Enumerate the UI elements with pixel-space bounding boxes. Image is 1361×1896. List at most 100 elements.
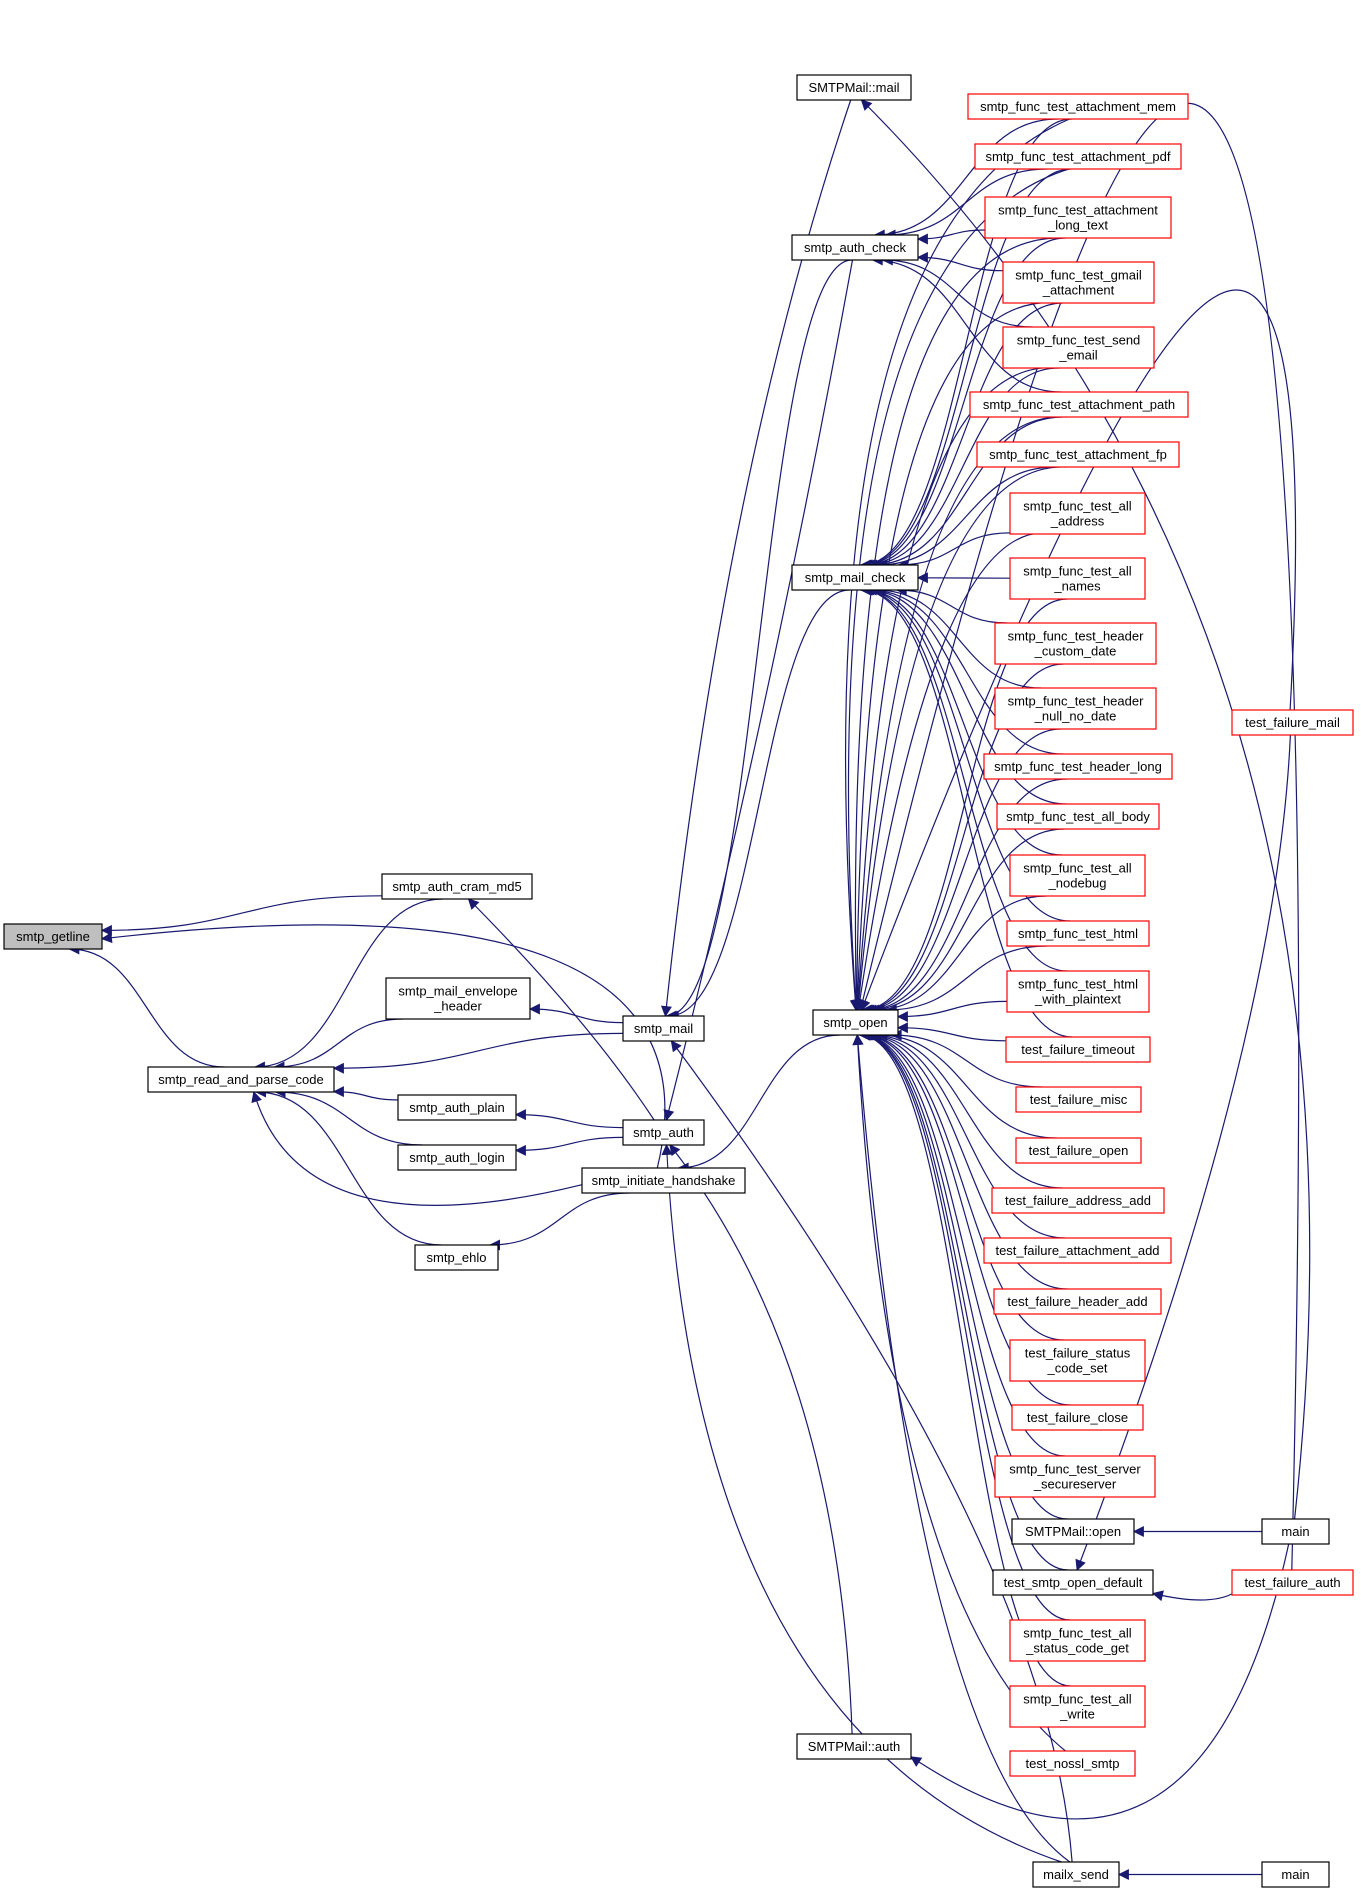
node-tf-misc[interactable]: test_failure_misc	[1015, 1086, 1142, 1113]
node-t-status-get[interactable]: smtp_func_test_all_status_code_get	[1009, 1619, 1146, 1662]
node-t-hdr-null[interactable]: smtp_func_test_header_null_no_date	[994, 687, 1157, 730]
edge-t_all_addr-to-smtp_open	[854, 532, 1057, 1012]
node-t-html[interactable]: smtp_func_test_html	[1006, 920, 1150, 947]
node-smtp-auth-plain[interactable]: smtp_auth_plain	[397, 1094, 517, 1121]
node-tf-mail[interactable]: test_failure_mail	[1231, 709, 1354, 736]
edge-tf_open-to-smtp_open	[876, 1029, 1057, 1139]
node-smtpmail-open[interactable]: SMTPMail::open	[1011, 1518, 1135, 1545]
node-tf-close[interactable]: test_failure_close	[1011, 1404, 1144, 1431]
edge-t_all_body-to-smtp_open	[867, 828, 1065, 1016]
node-smtp-mail[interactable]: smtp_mail	[622, 1015, 705, 1042]
node-tf-att-add[interactable]: test_failure_attachment_add	[983, 1237, 1172, 1264]
node-t-att-path[interactable]: smtp_func_test_attachment_path	[969, 391, 1189, 418]
edge-smtp_mail-to-smtp_read_and_parse_code	[332, 1032, 624, 1074]
edge-t_all_addr-to-smtp_mail_check	[897, 532, 1011, 571]
node-t-all-addr[interactable]: smtp_func_test_all_address	[1009, 492, 1146, 535]
edge-tf_auth-to-smtp_open	[857, 102, 1300, 1571]
node-box	[1009, 854, 1146, 897]
node-t-hdr-long[interactable]: smtp_func_test_header_long	[983, 753, 1173, 780]
edge-t_att_long-to-smtp_open	[850, 237, 1061, 1012]
node-smtpmail-mail[interactable]: SMTPMail::mail	[796, 74, 912, 101]
node-smtp-read-and-parse-code[interactable]: smtp_read_and_parse_code	[147, 1066, 335, 1093]
node-tf-open[interactable]: test_failure_open	[1015, 1137, 1142, 1164]
node-smtp-auth-check[interactable]: smtp_auth_check	[791, 234, 919, 261]
node-box	[976, 441, 1180, 468]
edge-mailx_send-to-smtp_open	[852, 1033, 1071, 1863]
node-tf-timeout[interactable]: test_failure_timeout	[1005, 1036, 1151, 1063]
node-t-server[interactable]: smtp_func_test_server_secureserver	[994, 1455, 1156, 1498]
node-label: smtp_func_test_html	[1018, 926, 1138, 941]
node-label: smtp_ehlo	[427, 1250, 487, 1265]
edge-t_hdr_null-to-smtp_mail_check	[874, 584, 1042, 689]
node-label: smtp_auth_login	[409, 1150, 504, 1165]
node-smtp-auth-login[interactable]: smtp_auth_login	[397, 1144, 517, 1171]
node-label: main	[1281, 1524, 1309, 1539]
node-label: smtp_func_test_all	[1023, 1626, 1132, 1641]
edge-smtp_auth_cram_md5-to-smtp_getline	[100, 895, 383, 936]
node-box	[984, 196, 1172, 239]
node-tf-status[interactable]: test_failure_status_code_set	[1009, 1339, 1146, 1382]
node-t-hdr-custom[interactable]: smtp_func_test_header_custom_date	[994, 622, 1157, 665]
node-smtp-mail-check[interactable]: smtp_mail_check	[791, 564, 919, 591]
edge-smtp_initiate_handshake-to-smtp_read_and_parse_code	[251, 1090, 583, 1206]
node-label: test_failure_mail	[1245, 715, 1340, 730]
node-t-all-write[interactable]: smtp_func_test_all_write	[1009, 1685, 1146, 1728]
edge-smtp_auth_cram_md5-to-smtp_read_and_parse_code	[253, 898, 444, 1073]
edge-t_hdr_custom-to-smtp_open	[861, 663, 1064, 1016]
edge-t_att_pdf-to-smtp_mail_check	[860, 168, 1072, 571]
node-t-html-plain[interactable]: smtp_func_test_html_with_plaintext	[1006, 970, 1150, 1013]
edge-tf_misc-to-smtp_open	[890, 1029, 1043, 1088]
node-main1[interactable]: main	[1261, 1518, 1330, 1545]
edge-t_att_long-to-smtp_mail_check	[861, 237, 1066, 571]
node-tf-hdr-add[interactable]: test_failure_header_add	[993, 1288, 1162, 1315]
node-label: test_failure_status	[1025, 1346, 1131, 1361]
node-box	[1009, 557, 1146, 600]
node-label: test_nossl_smtp	[1026, 1756, 1120, 1771]
node-label: _names	[1053, 579, 1101, 594]
node-label: smtp_func_test_all	[1023, 861, 1132, 876]
node-box	[796, 74, 912, 101]
node-label: smtp_func_test_html	[1018, 977, 1138, 992]
node-smtp-ehlo[interactable]: smtp_ehlo	[414, 1244, 499, 1271]
node-smtp-initiate-handshake[interactable]: smtp_initiate_handshake	[581, 1167, 746, 1194]
node-t-all-nodebug[interactable]: smtp_func_test_all_nodebug	[1009, 854, 1146, 897]
node-t-all-body[interactable]: smtp_func_test_all_body	[996, 803, 1160, 830]
edge-SMTPMail_mail-to-smtp_mail	[660, 99, 852, 1018]
node-box	[1006, 920, 1150, 947]
node-label: smtp_initiate_handshake	[592, 1173, 736, 1188]
node-t-open-default[interactable]: test_smtp_open_default	[992, 1569, 1154, 1596]
node-t-nossl[interactable]: test_nossl_smtp	[1009, 1750, 1136, 1777]
node-smtp-auth[interactable]: smtp_auth	[622, 1119, 705, 1146]
edge-t_send-to-smtp_open	[851, 367, 1060, 1012]
node-t-send[interactable]: smtp_func_test_send_email	[1002, 326, 1155, 369]
edge-t_send-to-smtp_mail_check	[866, 367, 1059, 571]
node-label: smtp_func_test_header	[1008, 629, 1145, 644]
node-box	[1032, 1861, 1120, 1888]
node-box	[1009, 1750, 1136, 1777]
node-box	[1015, 1137, 1142, 1164]
node-t-att-fp[interactable]: smtp_func_test_attachment_fp	[976, 441, 1180, 468]
node-label: smtp_mail_envelope	[398, 984, 517, 999]
node-main2[interactable]: main	[1261, 1861, 1330, 1888]
node-t-att-pdf[interactable]: smtp_func_test_attachment_pdf	[974, 143, 1182, 170]
node-tf-auth[interactable]: test_failure_auth	[1231, 1569, 1354, 1596]
edge-tf_addr_add-to-smtp_open	[870, 1029, 1063, 1189]
edge-t_html_plain-to-smtp_open	[896, 1000, 1008, 1023]
node-label: smtp_auth_plain	[409, 1100, 504, 1115]
node-smtp-open[interactable]: smtp_open	[812, 1009, 899, 1036]
node-t-att-mem[interactable]: smtp_func_test_attachment_mem	[967, 93, 1189, 120]
node-smtp-auth-cram-md5[interactable]: smtp_auth_cram_md5	[381, 873, 533, 900]
node-smtp-mail-envelope-header[interactable]: smtp_mail_envelope_header	[385, 977, 531, 1020]
node-label: smtp_auth_cram_md5	[392, 879, 521, 894]
node-mailx-send[interactable]: mailx_send	[1032, 1861, 1120, 1888]
edge-smtp_auth_plain-to-smtp_read_and_parse_code	[332, 1086, 399, 1101]
node-smtp-getline[interactable]: smtp_getline	[3, 923, 103, 950]
node-tf-addr-add[interactable]: test_failure_address_add	[991, 1187, 1165, 1214]
node-t-att-long[interactable]: smtp_func_test_attachment_long_text	[984, 196, 1172, 239]
node-label: test_failure_timeout	[1021, 1042, 1135, 1057]
edge-t_hdr_long-to-smtp_open	[865, 778, 1068, 1016]
node-t-all-names[interactable]: smtp_func_test_all_names	[1009, 557, 1146, 600]
node-t-gmail[interactable]: smtp_func_test_gmail_attachment	[1002, 261, 1155, 304]
node-smtpmail-auth[interactable]: SMTPMail::auth	[796, 1733, 912, 1760]
